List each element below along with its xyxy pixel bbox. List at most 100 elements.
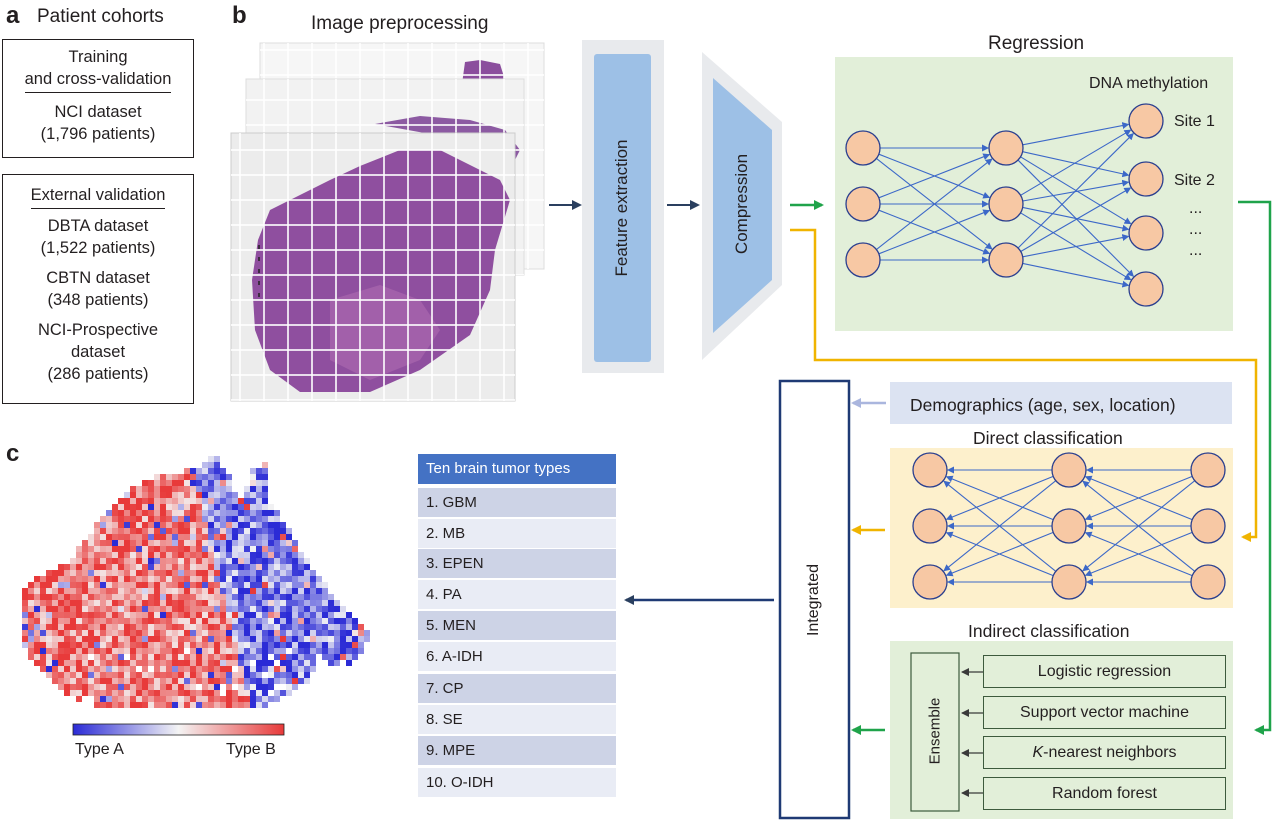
heatmap-cell	[94, 678, 100, 684]
heatmap-cell	[130, 498, 136, 504]
heatmap-cell	[40, 642, 46, 648]
site-ellipsis: ...	[1189, 200, 1203, 217]
heatmap-cell	[130, 648, 136, 654]
heatmap-cell	[172, 474, 178, 480]
heatmap-cell	[202, 606, 208, 612]
heatmap-cell	[256, 666, 262, 672]
heatmap-cell	[130, 606, 136, 612]
heatmap-cell	[82, 552, 88, 558]
heatmap-cell	[94, 552, 100, 558]
heatmap-cell	[238, 582, 244, 588]
heatmap-cell	[118, 522, 124, 528]
heatmap-cell	[280, 594, 286, 600]
heatmap-cell	[118, 642, 124, 648]
heatmap-cell	[304, 618, 310, 624]
heatmap-cell	[136, 660, 142, 666]
heatmap-cell	[64, 570, 70, 576]
heatmap-cell	[118, 702, 124, 708]
heatmap-cell	[322, 630, 328, 636]
heatmap-cell	[94, 690, 100, 696]
heatmap-cell	[100, 624, 106, 630]
heatmap-cell	[226, 474, 232, 480]
heatmap-cell	[106, 654, 112, 660]
heatmap-cell	[154, 600, 160, 606]
heatmap-cell	[178, 654, 184, 660]
heatmap-cell	[328, 648, 334, 654]
heatmap-cell	[208, 540, 214, 546]
heatmap-cell	[94, 630, 100, 636]
heatmap-cell	[100, 564, 106, 570]
heatmap-cell	[256, 684, 262, 690]
heatmap-cell	[172, 492, 178, 498]
heatmap-cell	[196, 570, 202, 576]
heatmap-cell	[70, 678, 76, 684]
heatmap-cell	[202, 696, 208, 702]
heatmap-cell	[118, 666, 124, 672]
heatmap-cell	[178, 624, 184, 630]
heatmap-cell	[262, 570, 268, 576]
heatmap-cell	[58, 564, 64, 570]
heatmap-cell	[52, 678, 58, 684]
heatmap-cell	[250, 504, 256, 510]
heatmap-cell	[82, 600, 88, 606]
heatmap-cell	[178, 618, 184, 624]
heatmap-cell	[226, 546, 232, 552]
heatmap-cell	[52, 618, 58, 624]
heatmap-cell	[112, 672, 118, 678]
heatmap-cell	[226, 582, 232, 588]
heatmap-cell	[262, 576, 268, 582]
heatmap-cell	[100, 666, 106, 672]
heatmap-cell	[232, 654, 238, 660]
heatmap-cell	[76, 630, 82, 636]
heatmap-cell	[226, 666, 232, 672]
heatmap-cell	[190, 678, 196, 684]
heatmap-cell	[118, 690, 124, 696]
heatmap-cell	[124, 702, 130, 708]
network-node	[1128, 271, 1164, 307]
heatmap-cell	[214, 636, 220, 642]
heatmap-cell	[148, 606, 154, 612]
heatmap-cell	[196, 504, 202, 510]
heatmap-cell	[148, 564, 154, 570]
heatmap-cell	[58, 576, 64, 582]
heatmap-cell	[160, 480, 166, 486]
heatmap-cell	[190, 516, 196, 522]
heatmap-cell	[196, 552, 202, 558]
heatmap-cell	[178, 558, 184, 564]
heatmap-cell	[142, 630, 148, 636]
heatmap-cell	[22, 600, 28, 606]
heatmap-cell	[178, 642, 184, 648]
heatmap-cell	[166, 594, 172, 600]
heatmap-cell	[94, 636, 100, 642]
heatmap-cell	[208, 510, 214, 516]
heatmap-cell	[316, 600, 322, 606]
heatmap-cell	[274, 624, 280, 630]
heatmap-cell	[196, 678, 202, 684]
heatmap-cell	[124, 552, 130, 558]
heatmap-cell	[244, 588, 250, 594]
heatmap-cell	[256, 540, 262, 546]
heatmap-cell	[82, 624, 88, 630]
heatmap-cell	[328, 636, 334, 642]
heatmap-cell	[46, 588, 52, 594]
heatmap-cell	[244, 498, 250, 504]
heatmap-cell	[226, 570, 232, 576]
heatmap-cell	[172, 642, 178, 648]
heatmap-cell	[214, 606, 220, 612]
heatmap-cell	[184, 672, 190, 678]
heatmap-cell	[226, 612, 232, 618]
heatmap-cell	[202, 582, 208, 588]
heatmap-cell	[184, 684, 190, 690]
heatmap-cell	[256, 480, 262, 486]
heatmap-cell	[52, 594, 58, 600]
heatmap-cell	[256, 600, 262, 606]
heatmap-cell	[136, 618, 142, 624]
heatmap-cell	[76, 600, 82, 606]
heatmap-cell	[256, 702, 262, 708]
heatmap-cell	[202, 480, 208, 486]
heatmap-cell	[22, 618, 28, 624]
heatmap-cell	[142, 582, 148, 588]
heatmap-cell	[274, 690, 280, 696]
heatmap-cell	[118, 564, 124, 570]
heatmap-cell	[208, 696, 214, 702]
